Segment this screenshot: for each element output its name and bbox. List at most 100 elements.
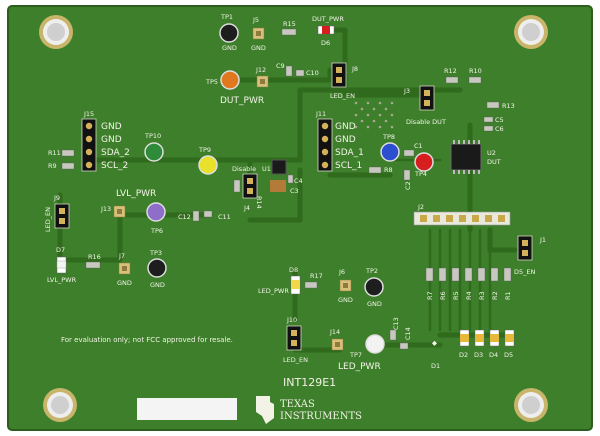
r13-label: R13 <box>502 102 515 110</box>
tp6-label: TP6 <box>150 227 163 235</box>
disable-dut-label: Disable DUT <box>406 118 446 126</box>
j4-pin-1 <box>247 178 253 184</box>
ti-logo-icon <box>256 396 274 424</box>
c3-label: C3 <box>290 187 299 195</box>
u1-label: U1 <box>262 165 271 173</box>
u2-pins <box>453 140 480 174</box>
c4-capacitor <box>287 174 294 184</box>
tp8-test-point[interactable] <box>380 142 400 162</box>
tp2-test-point[interactable] <box>364 277 384 297</box>
j3-pin-1 <box>424 90 430 96</box>
u2-chip <box>450 143 482 171</box>
j4-header[interactable] <box>242 173 258 199</box>
d6-led-lens <box>322 26 330 34</box>
j7-label: J7 <box>118 252 125 260</box>
j5-gnd-label: GND <box>251 44 266 52</box>
d4-label: D4 <box>489 351 498 359</box>
tp4-test-point[interactable] <box>414 152 434 172</box>
c3-capacitor <box>270 180 286 192</box>
d1-label: D1 <box>431 362 440 370</box>
tp3-gnd-label: GND <box>150 281 165 289</box>
r2-label: R2 <box>491 291 499 300</box>
r10-label: R10 <box>469 67 482 75</box>
j4-pin-2 <box>247 188 253 194</box>
j9-pin-1 <box>59 208 65 214</box>
tp3-test-point[interactable] <box>147 258 167 278</box>
j15-header[interactable] <box>81 118 97 172</box>
j1-pin-1 <box>522 240 528 246</box>
c9-label: C9 <box>276 62 285 70</box>
r8-label: R8 <box>384 166 393 174</box>
tp1-label: TP1 <box>220 13 233 21</box>
j14-pad-hole <box>335 342 340 347</box>
r16-label: R16 <box>88 253 101 261</box>
tp1-test-point[interactable] <box>219 23 239 43</box>
j8-label: J8 <box>351 65 358 73</box>
j15-label: J15 <box>83 110 94 118</box>
tp5-test-point[interactable] <box>220 70 240 90</box>
tp10-test-point[interactable] <box>144 142 164 162</box>
j2-pins <box>420 215 505 222</box>
tp9-test-point[interactable] <box>198 155 218 175</box>
j6-pad-hole <box>343 283 348 288</box>
via-field <box>354 101 394 129</box>
j11-pin-4 <box>321 161 329 169</box>
r14-resistor <box>233 179 241 193</box>
r9-resistor <box>61 162 75 170</box>
d3-led-lens <box>475 334 484 342</box>
board-name: INT129E1 <box>283 376 336 389</box>
j12-label: J12 <box>255 66 266 74</box>
tp7-test-point[interactable] <box>365 334 385 354</box>
led-pwr-label: LED_PWR <box>338 362 381 372</box>
r10-resistor <box>468 76 482 84</box>
j8-header[interactable] <box>331 62 347 88</box>
j8-pin-2 <box>336 77 342 83</box>
j8-led-en-label: LED_EN <box>330 92 355 100</box>
mounting-hole-bottom-right <box>514 388 548 422</box>
c1-label: C1 <box>414 142 423 150</box>
c14-capacitor <box>399 342 409 350</box>
d8-led-lens <box>291 280 300 289</box>
j9-header[interactable] <box>54 203 70 229</box>
j11-label: J11 <box>315 110 326 118</box>
d1-marker-icon: ◆ <box>432 339 437 347</box>
j3-pin-2 <box>424 100 430 106</box>
d2-label: D2 <box>459 351 468 359</box>
j1-label: J1 <box>539 236 546 244</box>
mounting-hole-top-right <box>514 15 548 49</box>
brand-line-1: TEXAS <box>280 399 315 410</box>
tp4-label: TP4 <box>414 170 427 178</box>
led-pwr-d8-label: LED_PWR <box>258 287 289 295</box>
r11-resistor <box>61 149 75 157</box>
j9-label: J9 <box>53 194 60 202</box>
c13-capacitor <box>389 329 397 341</box>
r6-label: R6 <box>439 291 447 300</box>
c11-capacitor <box>203 210 213 218</box>
r15-resistor <box>281 28 297 36</box>
j1-header[interactable] <box>517 235 533 261</box>
j5-label: J5 <box>252 16 259 24</box>
j11-header[interactable] <box>317 118 333 172</box>
j3-header[interactable] <box>419 85 435 111</box>
r4-resistor <box>464 267 473 282</box>
j7-pad-hole <box>122 266 127 271</box>
dut-pwr-top-label: DUT_PWR <box>312 15 344 23</box>
j10-led-en-label: LED_EN <box>283 356 308 364</box>
tp2-gnd-label: GND <box>367 300 382 308</box>
r16-resistor <box>85 261 101 269</box>
resistor-bank: R7 R6 R5 R4 R3 R2 R1 <box>425 267 512 300</box>
j15-pin2-label: GND <box>101 135 122 145</box>
c9-capacitor <box>285 65 293 77</box>
c5-capacitor <box>483 116 494 123</box>
j10-label: J10 <box>286 316 297 324</box>
c11-label: C11 <box>218 213 231 221</box>
j10-header[interactable] <box>286 325 302 351</box>
mounting-hole-bottom-left <box>43 388 77 422</box>
r2-resistor <box>490 267 499 282</box>
r1-label: R1 <box>504 291 512 300</box>
r5-label: R5 <box>452 291 460 300</box>
d3-label: D3 <box>474 351 483 359</box>
j13-label: J13 <box>100 205 111 213</box>
tp6-test-point[interactable] <box>146 202 166 222</box>
